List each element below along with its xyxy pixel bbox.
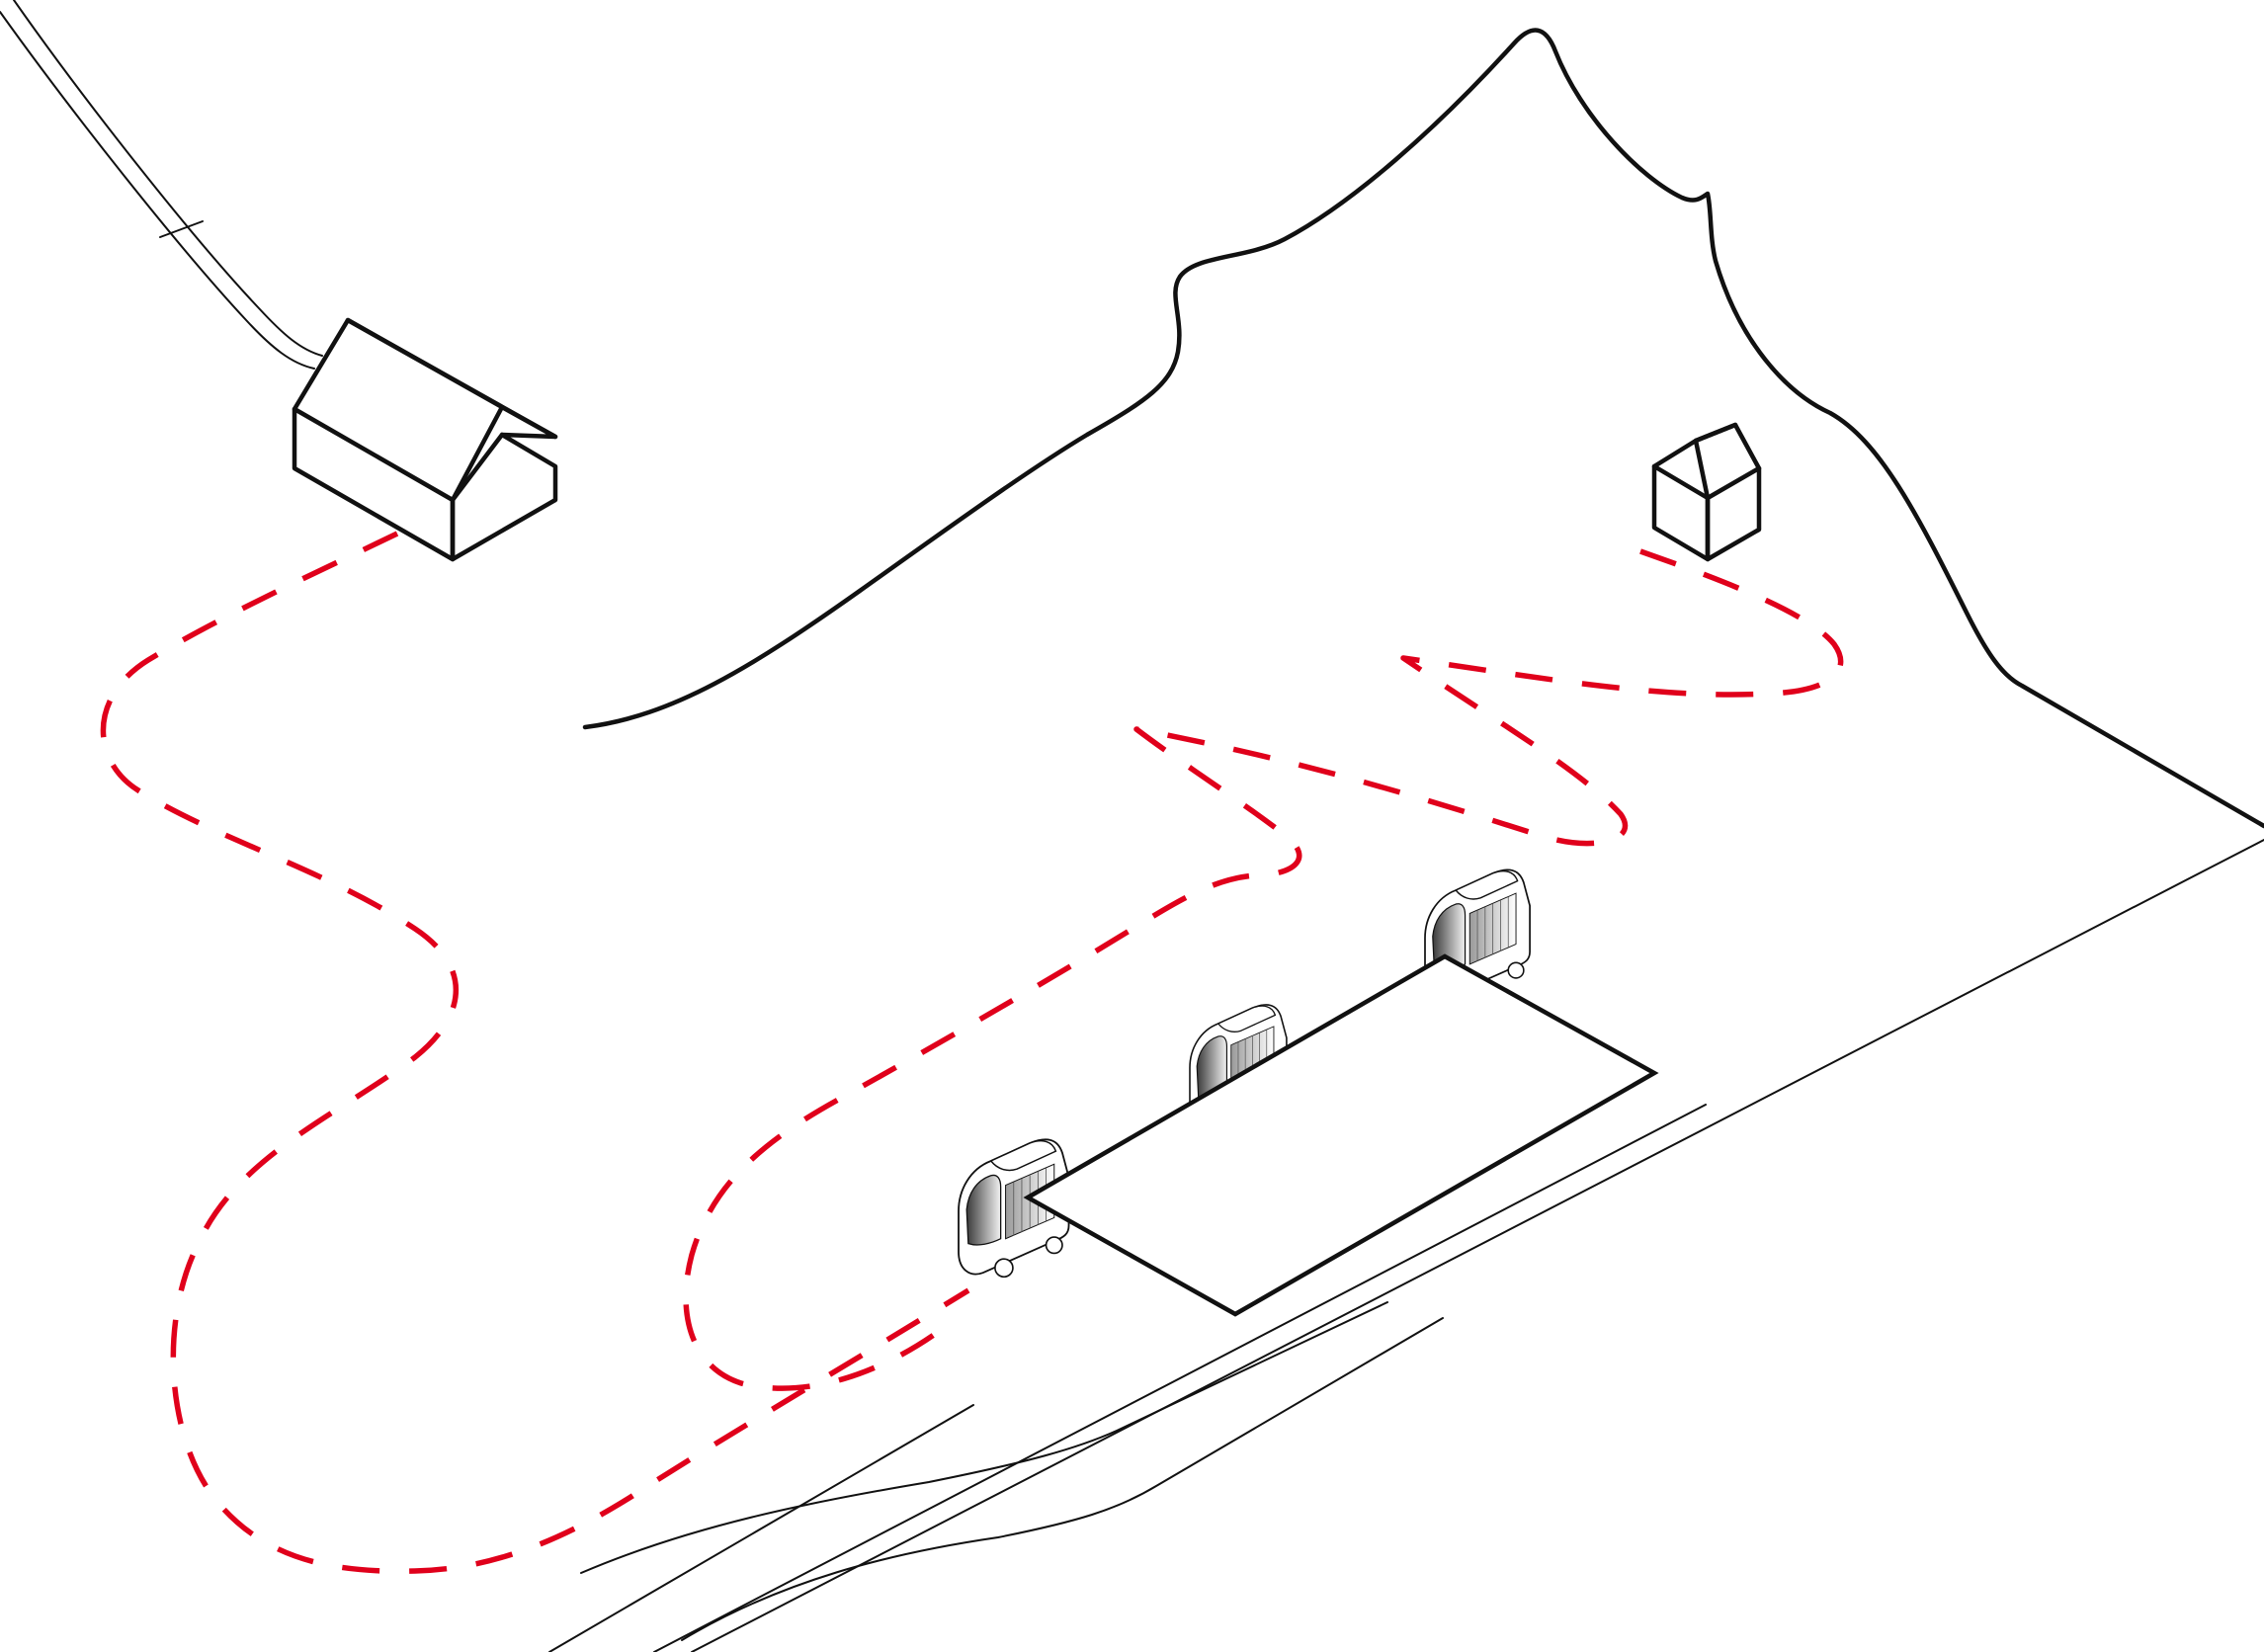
shuttle-shelter-roof-icon bbox=[1023, 953, 1659, 1317]
route-hut-to-stop-icon bbox=[683, 548, 1844, 1391]
route-station-to-stop-icon bbox=[100, 531, 970, 1574]
mountain-hut-icon bbox=[1651, 422, 1762, 562]
mountain-outline-icon bbox=[582, 28, 2264, 829]
road-lines-icon bbox=[548, 839, 2264, 1652]
cable-line-icon bbox=[0, 0, 323, 370]
cable-car-station-icon bbox=[292, 317, 558, 562]
